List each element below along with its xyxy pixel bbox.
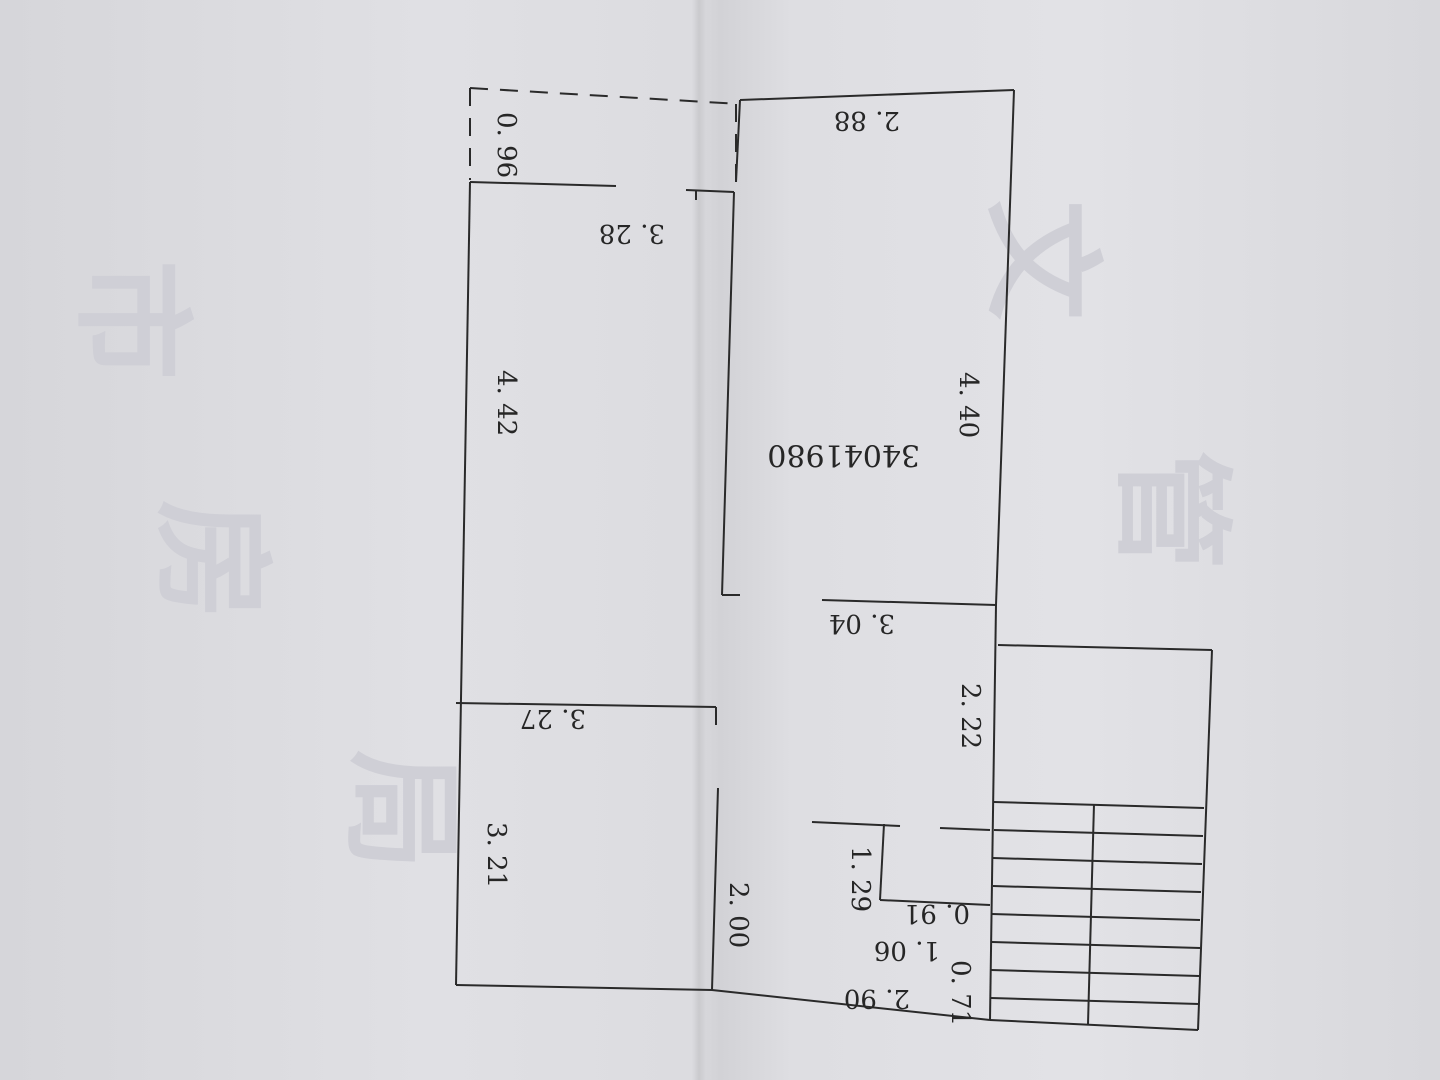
dim-label: 4. 42 xyxy=(491,370,521,436)
watermark-char: 局 xyxy=(331,750,470,870)
watermark-char: 房 xyxy=(141,500,280,620)
dim-label: 2. 90 xyxy=(844,983,910,1013)
dim-label: 3. 04 xyxy=(829,608,895,638)
dim-label: 0. 96 xyxy=(491,112,521,178)
watermark-char: 市 xyxy=(61,260,200,380)
dim-label: 4. 40 xyxy=(953,372,983,438)
dim-label: 2. 88 xyxy=(834,105,900,135)
stamp-code: 34041980 xyxy=(767,437,920,472)
dim-label: 0. 91 xyxy=(904,898,970,928)
dim-label: 0. 71 xyxy=(945,960,975,1026)
stair-block xyxy=(989,644,1213,1031)
dim-label: 1. 29 xyxy=(845,846,875,912)
watermark-char: 管 xyxy=(1101,450,1240,570)
dim-label: 2. 22 xyxy=(955,683,985,749)
dim-label: 3. 28 xyxy=(599,218,665,248)
left-block-walls xyxy=(455,181,740,991)
watermark-char: 文 xyxy=(971,200,1110,320)
dim-label: 1. 06 xyxy=(874,935,940,965)
right-block-walls xyxy=(711,89,1015,1021)
dimension-labels: 0. 96 2. 88 3. 28 4. 42 4. 40 34041980 3… xyxy=(481,105,985,1026)
dim-label: 3. 21 xyxy=(481,822,511,888)
paper-fold xyxy=(692,0,706,1080)
watermark: 市 房 管 文 局 xyxy=(61,200,1240,870)
dim-label: 3. 27 xyxy=(520,703,586,733)
dim-label: 2. 00 xyxy=(723,882,753,948)
